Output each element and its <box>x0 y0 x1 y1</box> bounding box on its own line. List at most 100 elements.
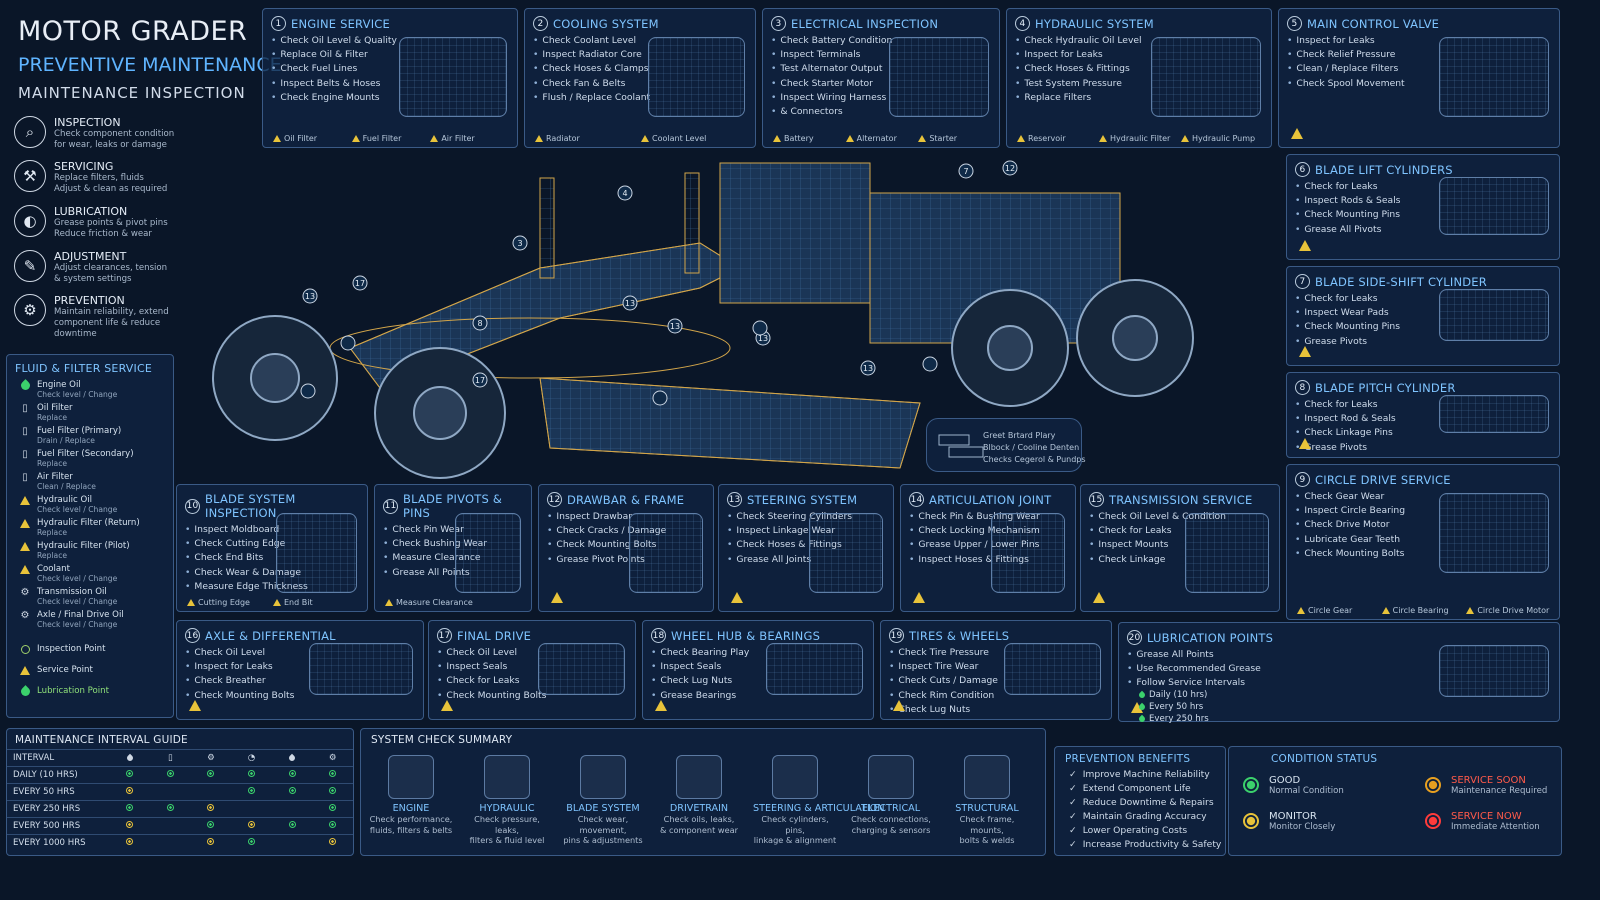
panel-title: BLADE PIVOTS & PINS <box>403 492 502 520</box>
legend-title: INSPECTION <box>54 116 121 129</box>
component-caption: Starter <box>918 134 957 143</box>
status-dot <box>329 787 337 794</box>
panel-number: 15 <box>1089 492 1104 507</box>
status-dot <box>126 787 134 794</box>
summary-desc: bolts & welds <box>959 835 1015 845</box>
callout-marker: 7 <box>958 163 974 179</box>
component-caption: Reservoir <box>1017 134 1066 143</box>
lubrication-point-icon <box>18 684 32 698</box>
panel-checklist: Check Bearing PlayInspect SealsCheck Lug… <box>643 646 873 703</box>
interval-cell <box>190 800 232 818</box>
panel-title: ELECTRICAL INSPECTION <box>791 16 939 31</box>
component-illustration <box>1439 177 1549 235</box>
interval-cell <box>271 766 313 784</box>
status-dot <box>248 838 256 846</box>
checklist-item: Check Hoses & Clamps <box>533 62 747 76</box>
panel-title: TRANSMISSION SERVICE <box>1109 492 1253 507</box>
filter-icon: ▯ <box>22 426 28 437</box>
checklist-item: Grease All Points <box>1127 648 1551 662</box>
component-caption: Hydraulic Pump <box>1181 134 1255 143</box>
warning-icon <box>551 592 563 603</box>
status-dot <box>207 838 215 846</box>
panel-number: 18 <box>651 628 666 643</box>
gear-icon: ⚙ <box>190 749 232 767</box>
status-dot <box>329 804 337 811</box>
legend-desc: Adjust & clean as required <box>54 184 168 194</box>
panel-number: 17 <box>437 628 452 643</box>
interval-cell <box>271 834 313 852</box>
interval-cell <box>150 783 191 801</box>
interval-cell <box>231 766 272 784</box>
checklist-item: Check Spool Movement <box>1287 77 1551 91</box>
interval-cell <box>312 783 353 801</box>
checklist-item: Check Starter Motor <box>771 77 991 91</box>
checklist-item: Grease All Points <box>383 566 523 580</box>
checklist-item: & Connectors <box>771 105 991 119</box>
fluid-item-action: Check level / Change <box>37 574 118 583</box>
component-caption: Alternator <box>845 134 897 143</box>
checklist-item: Check Oil Level <box>437 646 627 660</box>
lubrication-drop-icon <box>1137 714 1147 724</box>
panel-checklist: Check Oil Level & QualityReplace Oil & F… <box>263 34 517 105</box>
status-label: SERVICE NOW <box>1451 811 1522 822</box>
panel-checklist: Check Steering CylindersInspect Linkage … <box>719 510 893 567</box>
panel-title: AXLE & DIFFERENTIAL <box>205 628 336 643</box>
benefit-item: Extend Component Life <box>1055 782 1225 796</box>
panel-number: 9 <box>1295 472 1310 487</box>
gear-icon: ⚙ <box>312 749 353 767</box>
benefit-item: Maintain Grading Accuracy <box>1055 810 1225 824</box>
warning-icon <box>187 599 195 606</box>
component-illustration <box>454 513 521 593</box>
callout-marker: 17 <box>352 275 368 291</box>
panel-title: FINAL DRIVE <box>457 628 532 643</box>
status-dot <box>126 804 134 811</box>
caption-text: Starter <box>929 134 958 143</box>
checklist-item: Check End Bits <box>185 551 359 565</box>
fluid-item: ▯Fuel Filter (Secondary)Replace <box>7 447 173 470</box>
component-illustration <box>1439 37 1549 117</box>
interval-cell <box>271 783 313 801</box>
page-tagline: MAINTENANCE INSPECTION <box>18 84 246 102</box>
callout-number: 12 <box>1005 164 1015 173</box>
legend-title: PREVENTION <box>54 294 125 307</box>
warning-icon <box>641 135 649 142</box>
callout-number: 8 <box>477 319 482 328</box>
component-caption: End Bit <box>273 598 313 607</box>
filter-icon: ▯ <box>22 449 28 460</box>
panel-checklist: Check Battery ConditionInspect Terminals… <box>763 34 999 119</box>
fluid-item-title: Hydraulic Filter (Return) <box>37 518 140 528</box>
interval-cell <box>190 766 232 784</box>
oil-drop-icon: ◐ <box>14 205 46 237</box>
checklist-item: Check Fan & Belts <box>533 77 747 91</box>
component-illustration <box>1439 645 1549 697</box>
fluid-item: Hydraulic Filter (Return)Replace <box>7 516 173 539</box>
panel-number: 1 <box>271 16 286 31</box>
component-illustration <box>1439 395 1549 433</box>
warn-icon <box>19 518 31 529</box>
panel-title: CIRCLE DRIVE SERVICE <box>1315 472 1451 487</box>
fluid-item-title: Air Filter <box>37 472 73 482</box>
lube-interval-text: Every 50 hrs <box>1149 702 1204 712</box>
status-desc: Maintenance Required <box>1451 786 1548 796</box>
checklist-item: Check for Leaks <box>1295 398 1551 412</box>
caption-text: Circle Drive Motor <box>1477 606 1550 615</box>
checklist-item: Check Tire Pressure <box>889 646 1103 660</box>
checklist-item: Inspect for Leaks <box>1287 34 1551 48</box>
callout-number: 17 <box>355 279 365 288</box>
panel-title: BLADE SIDE-SHIFT CYLINDER <box>1315 274 1487 289</box>
panel-number: 11 <box>383 498 398 514</box>
